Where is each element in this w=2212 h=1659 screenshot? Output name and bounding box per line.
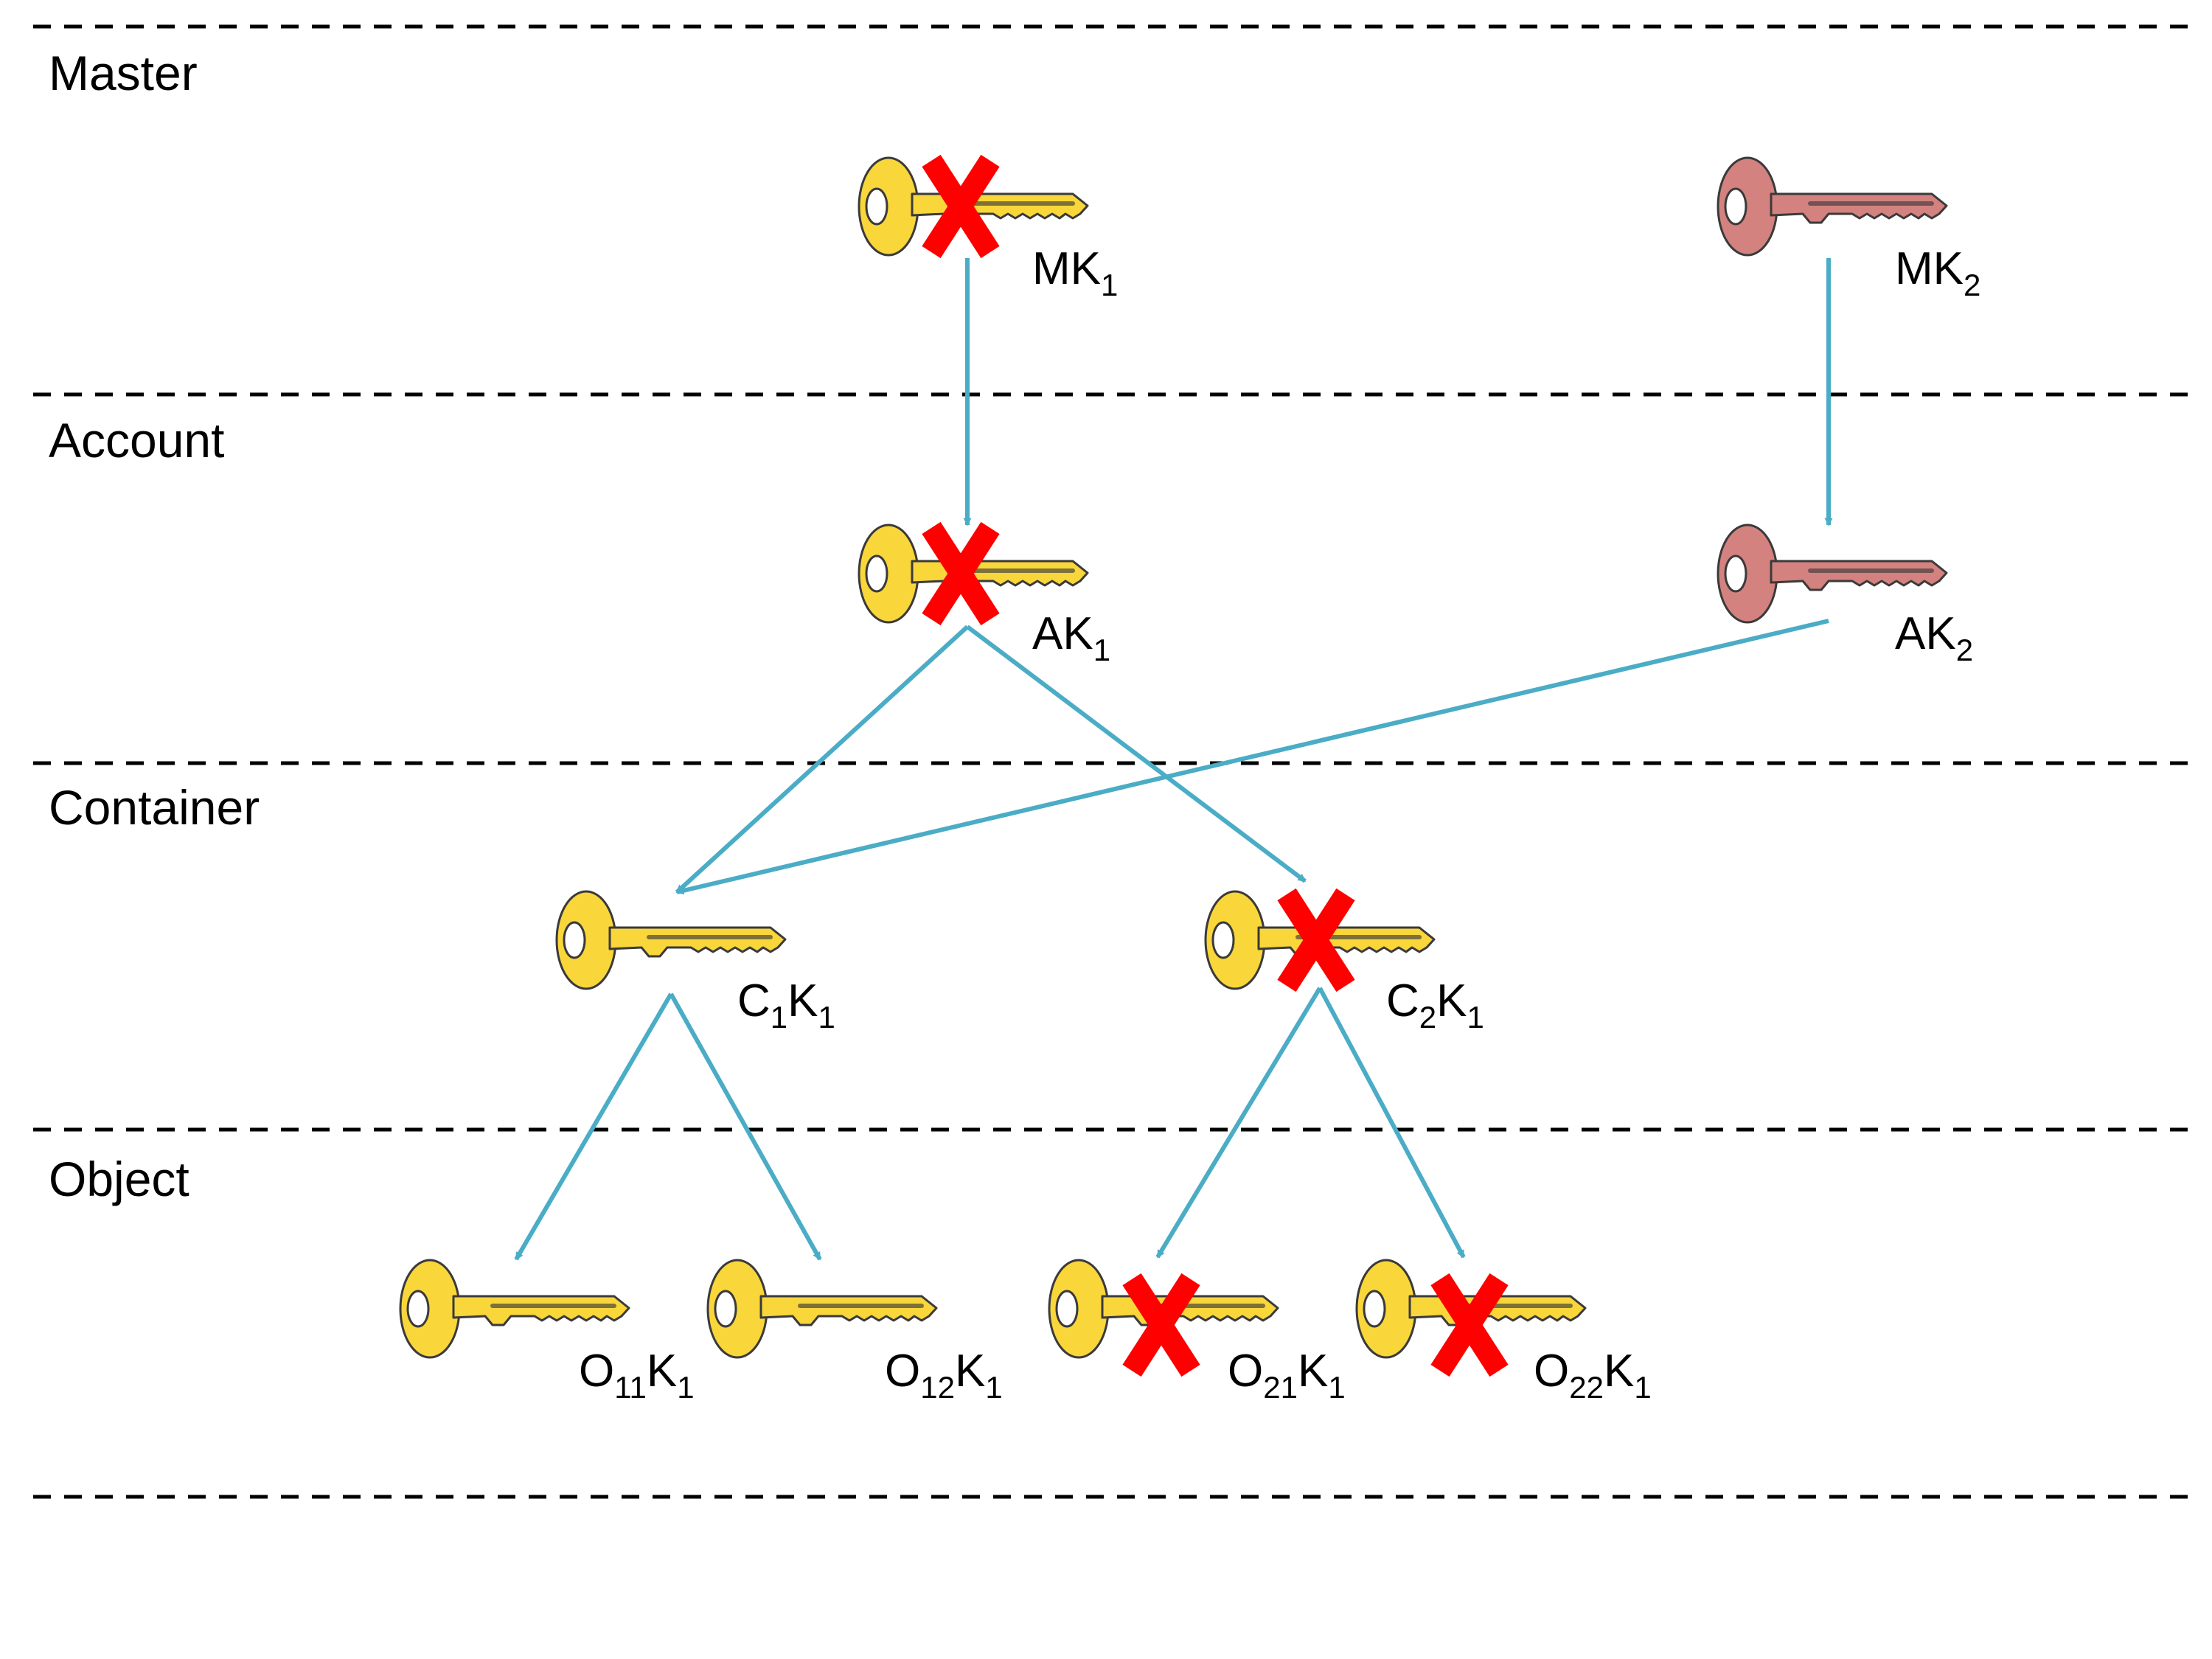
key-label: AK2 [1895,608,1973,667]
layer-label-master: Master [49,46,198,100]
key-label: O21K1 [1228,1346,1346,1405]
key-node-mk2: MK2 [1718,158,1980,302]
key-node-o22k1: O22K1 [1357,1260,1652,1405]
arrow-ak2-to-c1k1 [675,619,1829,895]
key-icon [400,1260,629,1357]
key-label: C2K1 [1386,975,1484,1034]
arrow-c1k1-to-o12k1 [669,992,822,1261]
arrow-c2k1-to-o22k1 [1318,987,1466,1259]
layer-label-account: Account [49,413,224,467]
key-node-c1k1: C1K1 [557,891,835,1034]
key-node-ak1: AK1 [859,525,1110,667]
key-label: MK2 [1895,243,1980,302]
key-label: MK1 [1032,243,1118,302]
layer-dividers [33,24,2194,1499]
arrow-c1k1-to-o11k1 [514,992,673,1261]
derivation-arrows [514,258,1833,1261]
key-icon [557,891,785,989]
key-label: O11K1 [579,1346,695,1405]
key-node-ak2: AK2 [1718,525,1973,667]
key-label: O12K1 [885,1346,1003,1405]
arrow-ak1-to-c2k1 [966,625,1307,883]
arrow-ak1-to-c1k1 [675,625,970,894]
key-icon [1718,158,1947,255]
key-node-mk1: MK1 [859,158,1118,302]
key-label: AK1 [1032,608,1110,667]
key-icon [708,1260,936,1357]
key-node-o12k1: O12K1 [708,1260,1003,1405]
key-label: O22K1 [1534,1346,1652,1405]
key-label: C1K1 [737,975,835,1034]
arrow-c2k1-to-o21k1 [1155,987,1322,1259]
layer-label-object: Object [49,1152,189,1206]
key-node-o11k1: O11K1 [400,1260,695,1405]
key-node-c2k1: C2K1 [1206,891,1484,1034]
key-node-o21k1: O21K1 [1049,1260,1346,1405]
layer-label-container: Container [49,780,260,835]
